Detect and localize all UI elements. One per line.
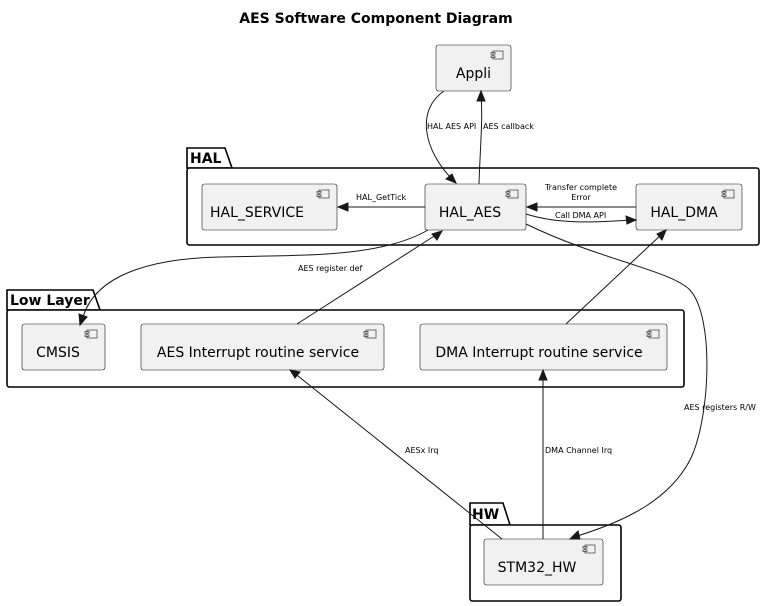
component-aes-irq-service-label: AES Interrupt routine service: [157, 345, 359, 361]
component-icon: [363, 329, 377, 339]
arrowhead: [656, 229, 667, 241]
edge-hal-aes-api: HAL AES API: [425, 90, 476, 184]
component-icon: [582, 544, 596, 554]
edge-aes-irq-to-hal-aes: [296, 230, 444, 325]
edge-label-call-dma-api: Call DMA API: [555, 211, 606, 220]
edge-aesx-irq: AESx Irq: [288, 369, 503, 540]
edge-hal-gettick: HAL_GetTick: [336, 193, 425, 212]
component-appli-label: Appli: [456, 66, 491, 82]
edge-dma-channel-irq: DMA Channel Irq: [538, 368, 612, 539]
package-hal-label: HAL: [190, 151, 222, 167]
component-hal-service: HAL_SERVICE: [201, 183, 338, 231]
component-dma-irq-service-label: DMA Interrupt routine service: [435, 345, 642, 361]
diagram-title: AES Software Component Diagram: [239, 11, 512, 27]
arrowhead: [431, 230, 444, 241]
edge-label-hal-gettick: HAL_GetTick: [356, 193, 406, 202]
component-icon: [721, 189, 735, 199]
component-icon: [646, 329, 660, 339]
component-hal-aes-label: HAL_AES: [439, 205, 501, 221]
edge-aes-registers-rw: AES registers R/W: [525, 223, 756, 540]
arrowhead: [288, 369, 301, 379]
component-hal-aes: HAL_AES: [424, 183, 527, 231]
component-dma-irq-service: DMA Interrupt routine service: [419, 323, 668, 371]
component-aes-irq-service: AES Interrupt routine service: [140, 323, 385, 371]
edge-dma-irq-to-hal-dma: [565, 229, 667, 325]
component-cmsis-label: CMSIS: [36, 345, 80, 361]
edge-aes-register-def: AES register def: [78, 229, 429, 327]
arrowhead: [568, 530, 581, 540]
edge-label-aesx-irq: AESx Irq: [405, 446, 438, 455]
component-stm32-hw: STM32_HW: [483, 538, 604, 586]
arrowhead: [445, 173, 457, 184]
arrowhead: [625, 215, 638, 225]
component-appli: Appli: [435, 44, 512, 92]
arrowhead: [538, 368, 548, 381]
package-hw-label: HW: [472, 507, 499, 523]
edge-label-dma-channel-irq: DMA Channel Irq: [545, 446, 612, 455]
arrowhead: [336, 202, 349, 212]
edge-label-aes-callback: AES callback: [483, 122, 534, 131]
edge-label-aes-register-def: AES register def: [298, 264, 363, 273]
component-hal-service-label: HAL_SERVICE: [210, 205, 304, 221]
component-hal-dma-label: HAL_DMA: [650, 205, 718, 221]
component-icon: [84, 329, 98, 339]
edge-label-error: Error: [571, 193, 591, 202]
edge-transfer-complete: Transfer complete Error: [525, 183, 636, 212]
component-cmsis: CMSIS: [21, 323, 106, 371]
edge-label-aes-registers-rw: AES registers R/W: [684, 403, 756, 412]
component-icon: [316, 189, 330, 199]
arrowhead: [476, 89, 486, 102]
arrowhead: [78, 313, 88, 327]
edge-call-dma-api: Call DMA API: [525, 211, 638, 225]
arrowhead: [525, 202, 538, 212]
component-icon: [505, 189, 519, 199]
component-icon: [490, 50, 504, 60]
edge-label-transfer-complete: Transfer complete: [544, 183, 617, 192]
edge-label-hal-aes-api: HAL AES API: [427, 122, 476, 131]
package-low-layer-label: Low Layer: [10, 293, 90, 309]
component-stm32-hw-label: STM32_HW: [498, 560, 577, 576]
edge-aes-callback: AES callback: [476, 89, 534, 185]
component-hal-dma: HAL_DMA: [635, 183, 743, 231]
